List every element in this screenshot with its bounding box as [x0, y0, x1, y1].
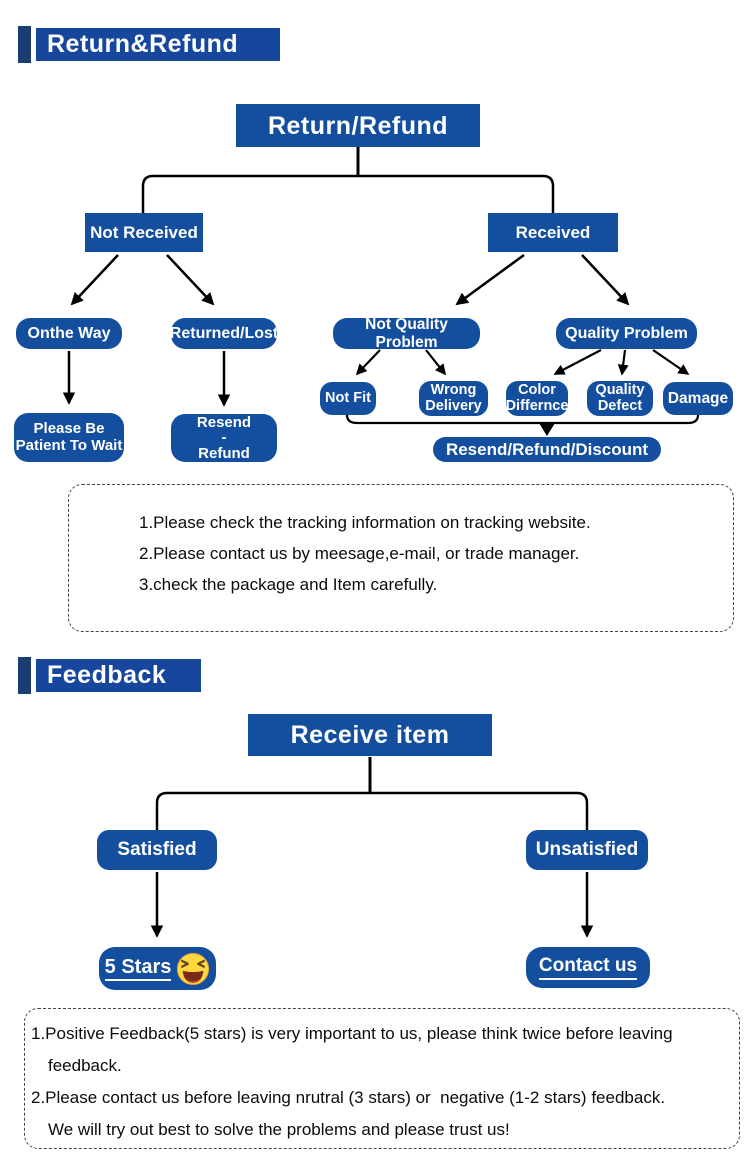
node-resend-refund-discount: Resend/Refund/Discount	[433, 437, 661, 462]
node-receive-item: Receive item	[248, 714, 492, 756]
node-not-received: Not Received	[85, 213, 203, 252]
node-resend-refund: Resend - Refund	[171, 414, 277, 462]
five-stars-label: 5 Stars	[104, 956, 172, 982]
contact-us-button[interactable]: Contact us	[526, 947, 650, 988]
node-wrong-delivery: Wrong Delivery	[419, 381, 488, 416]
five-stars-button[interactable]: 5 Stars	[99, 947, 216, 990]
laughing-emoji-icon	[177, 952, 210, 985]
node-received: Received	[488, 213, 618, 252]
feedback-section-title: Feedback	[36, 659, 201, 692]
node-returned-lost: Returned/Lost	[170, 318, 278, 349]
node-not-quality-problem: Not Quality Problem	[333, 316, 480, 351]
feedback-note-1: 1.Positive Feedback(5 stars) is very imp…	[31, 1024, 673, 1043]
feedback-note-1-cont: feedback.	[48, 1056, 122, 1075]
contact-us-label: Contact us	[538, 955, 638, 980]
feedback-note-2-cont: We will try out best to solve the proble…	[48, 1120, 510, 1139]
node-color-difference: Color Differnce	[506, 381, 568, 416]
feedback-note-2: 2.Please contact us before leaving nrutr…	[31, 1088, 666, 1107]
node-please-be-patient: Please Be Patient To Wait	[14, 413, 124, 462]
return-refund-header-accent-bar	[18, 26, 31, 63]
note-contact-us: 2.Please contact us by meesage,e-mail, o…	[139, 544, 580, 563]
node-return-refund-root: Return/Refund	[236, 104, 480, 147]
feedback-notes-box: 1.Positive Feedback(5 stars) is very imp…	[24, 1008, 740, 1149]
node-damage: Damage	[663, 382, 733, 415]
node-on-the-way: Onthe Way	[16, 318, 122, 349]
return-refund-notes-box: 1.Please check the tracking information …	[68, 484, 734, 632]
node-quality-defect: Quality Defect	[587, 381, 653, 416]
node-satisfied: Satisfied	[97, 830, 217, 870]
node-quality-problem: Quality Problem	[556, 318, 697, 349]
node-not-fit: Not Fit	[320, 382, 376, 415]
feedback-header-accent-bar	[18, 657, 31, 694]
note-check-tracking: 1.Please check the tracking information …	[139, 513, 591, 532]
node-unsatisfied: Unsatisfied	[526, 830, 648, 870]
note-check-package: 3.check the package and Item carefully.	[139, 575, 438, 594]
return-refund-section-title: Return&Refund	[36, 28, 280, 61]
